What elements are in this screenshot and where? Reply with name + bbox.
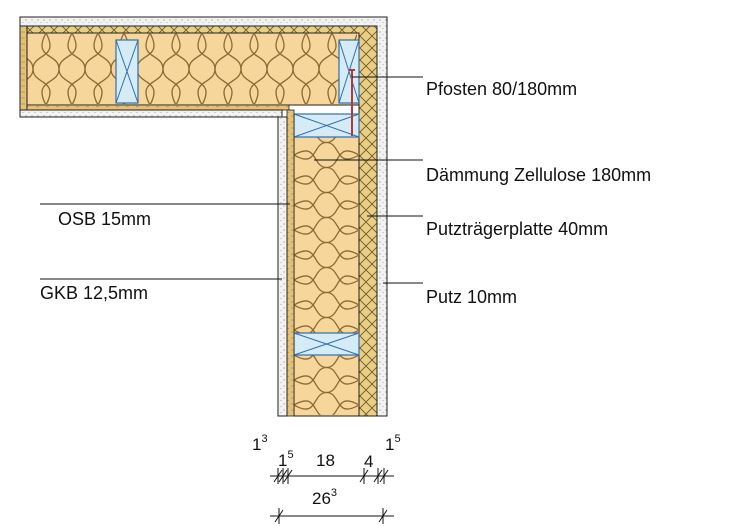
dim-osb: 15 [278,449,294,470]
side-wall-insulation [293,136,360,417]
dim-render: 15 [385,433,401,454]
dim-gkb: 13 [252,433,268,454]
top-wall-end-cap [19,25,28,112]
dimension-chain [270,468,394,524]
dim-board: 4 [364,452,373,471]
label-insulation: Dämmung Zellulose 180mm [426,165,651,185]
top-wall-post [115,39,139,104]
label-gypsum-board: GKB 12,5mm [40,283,148,303]
side-wall-post [293,332,360,356]
top-wall-osb [26,104,290,111]
corner-post-vertical [338,39,360,104]
label-osb: OSB 15mm [58,209,151,229]
side-wall-osb [286,109,295,417]
corner-post-horizontal [293,113,360,138]
dim-insulation: 18 [316,451,335,470]
label-post: Pfosten 80/180mm [426,79,577,99]
side-wall-gkb [277,116,288,417]
dim-total: 263 [312,487,337,508]
top-wall-insulation [26,32,360,106]
top-wall-gkb [19,109,283,118]
label-woodfibre-board: Putzträgerplatte 40mm [426,219,608,239]
label-render: Putz 10mm [426,287,517,307]
